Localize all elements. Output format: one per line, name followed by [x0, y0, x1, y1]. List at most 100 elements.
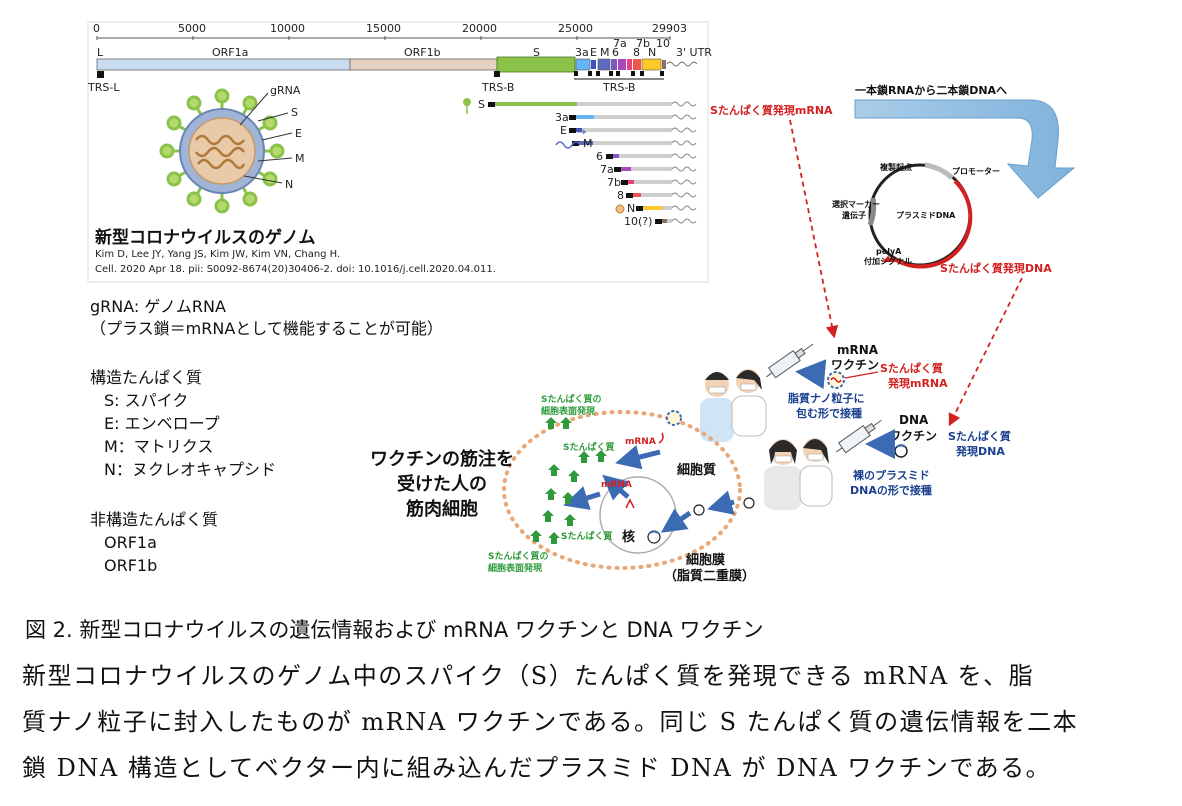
sgrna-label: 8 [617, 189, 624, 202]
orf-label: 3a [575, 46, 589, 59]
conversion-arrow [854, 99, 1076, 199]
sgrna-side-icons [555, 129, 625, 214]
green-s-proteins [530, 417, 607, 544]
mrna-s-label-2: 発現mRNA [887, 376, 948, 390]
mrna-to-syringe-arrow [795, 359, 827, 390]
cell-panel: 核 Sたんぱく質の [370, 393, 755, 584]
orf1a-block [96, 58, 351, 71]
orf-label: 7b [636, 37, 650, 50]
genome-panel-frame [87, 21, 709, 283]
mrna-pointer-line [844, 371, 879, 379]
orf-label: ORF1b [404, 46, 441, 59]
spike-block [496, 56, 576, 73]
outside-plasmid-icon [743, 497, 755, 509]
virion-illustration: gRNA S E M N [159, 84, 305, 214]
scale-tick-label: 29903 [652, 22, 687, 35]
dna-vaccine-label-2: ワクチン [889, 429, 937, 443]
vaccination-people-2 [764, 438, 833, 510]
genome-scale-ticks: 0 5000 10000 15000 20000 25000 29903 [93, 22, 687, 40]
virion-spikes [159, 88, 285, 214]
orf-labels: L ORF1a ORF1b S 3a E M 6 7a 7b 8 N 10 3'… [87, 37, 712, 94]
body-text-line: 鎖 DNA 構造としてベクター内に組み込んだプラスミド DNA が DNA ワク… [22, 754, 1052, 782]
cap-icon [463, 98, 471, 106]
lnp-label-2: 包む形で接種 [795, 406, 862, 420]
citation-line-2: Cell. 2020 Apr 18. pii: S0092-8674(20)30… [95, 264, 496, 275]
orf7b-block [627, 59, 632, 70]
genome-bar [96, 56, 698, 80]
surface-top-label-2: 細胞表面発現 [541, 405, 595, 417]
nucleus-label: 核 [622, 529, 635, 545]
orf6-block [611, 59, 617, 70]
entering-plasmid-icon [693, 504, 705, 516]
virion-label: E [295, 127, 302, 140]
s-dna-label: Sたんぱく質発現DNA [940, 261, 1052, 275]
mrna-vaccine-label-1: mRNA [837, 343, 879, 357]
muscle-label-3: 筋肉細胞 [406, 498, 478, 520]
scale-tick-label: 15000 [366, 22, 401, 35]
grna-line-2: （プラス鎖＝mRNAとして機能することが可能） [90, 319, 443, 338]
marker-label-2: 遺伝子 [841, 210, 866, 220]
orf-label: 10 [656, 37, 670, 50]
structural-item: M：マトリクス [104, 437, 213, 456]
muscle-label-2: 受けた人の [397, 473, 487, 495]
virion-core [188, 117, 256, 185]
polya-label-1: polyA [876, 247, 902, 256]
sgrna-label: 7a [600, 163, 614, 176]
plasmid-panel: 一本鎖RNAから二本鎖DNAへ Sたんぱく質発現mRNA 複製起点 プロモーター… [710, 83, 1076, 427]
virion-label: M [295, 152, 305, 165]
structural-title: 構造たんぱく質 [90, 368, 202, 387]
virion-genome-coil [195, 134, 246, 170]
virion-label: gRNA [270, 84, 301, 97]
mrna-dashed-arrow [789, 119, 839, 339]
body-text-line: 質ナノ粒子に封入したものが mRNA ワクチンである。同じ S たんぱく質の遺伝… [22, 708, 1079, 736]
orf-label: N [648, 46, 656, 59]
plasmid-circle [867, 162, 973, 269]
muscle-label-1: ワクチンの筋注を [370, 448, 514, 470]
utr-squiggle [666, 61, 698, 67]
trs-b-cluster [574, 71, 664, 76]
structural-item: N：ヌクレオキャプシド [104, 460, 276, 479]
marker-label-1: 選択マーカー [832, 199, 880, 209]
polya-label-2: 付加シグナル [864, 256, 912, 266]
vaccine-panel: mRNA ワクチン Sたんぱく質 発現mRNA 脂質ナノ粒子に 包む形で接種 [700, 343, 1011, 510]
trs-label: TRS-B [481, 81, 514, 94]
left-end-label: L [97, 46, 104, 59]
orf3a-block [575, 58, 591, 71]
dna-s-label-2: 発現DNA [955, 444, 1005, 458]
orf1b-block [349, 58, 498, 71]
genome-title: 新型コロナウイルスのゲノム [95, 227, 316, 248]
nonstructural-item: ORF1a [104, 533, 157, 552]
nonstructural-title: 非構造たんぱく質 [90, 510, 218, 529]
legend-panel: gRNA: ゲノムRNA （プラス鎖＝mRNAとして機能することが可能） 構造た… [90, 297, 443, 575]
origin-label: 複製起点 [879, 162, 912, 172]
sgrna-label: 10(?) [624, 215, 652, 228]
surface-top-label-1: Sたんぱく質の [541, 393, 601, 405]
cytoplasm-label: 細胞質 [677, 462, 716, 478]
figure-caption: 図 2. 新型コロナウイルスの遺伝情報および mRNA ワクチンと DNA ワク… [25, 618, 764, 642]
e-block [591, 60, 596, 69]
grna-line-1: gRNA: ゲノムRNA [90, 297, 226, 316]
orf-label: 6 [612, 46, 619, 59]
surface-bottom-label-1: Sたんぱく質の [488, 550, 548, 562]
orf-label: E [590, 46, 597, 59]
genome-panel: 0 5000 10000 15000 20000 25000 29903 [87, 21, 712, 283]
sgrna-label: 6 [596, 150, 603, 163]
sgrna-label: E [560, 124, 567, 137]
plasmid-in-nucleus-icon [647, 530, 661, 544]
mrna-label-2: mRNA [601, 480, 632, 490]
lnp-label-1: 脂質ナノ粒子に [787, 391, 864, 405]
n-block [641, 58, 662, 71]
sgrna-label: S [478, 98, 485, 111]
naked-plasmid-icon [894, 444, 908, 458]
orf-label: 8 [633, 46, 640, 59]
naked-label-2: DNAの形で接種 [850, 483, 932, 497]
orf8-block [633, 59, 641, 70]
mrna-label-1: mRNA [625, 437, 656, 447]
sgrna-label: M [583, 137, 593, 150]
orf7a-block [618, 59, 626, 70]
naked-label-1: 裸のプラスミド [853, 468, 930, 482]
plasmid-label: プラスミドDNA [896, 210, 956, 220]
citation-line-1: Kim D, Lee JY, Yang JS, Kim JW, Kim VN, … [95, 249, 340, 260]
scale-tick-label: 0 [93, 22, 100, 35]
